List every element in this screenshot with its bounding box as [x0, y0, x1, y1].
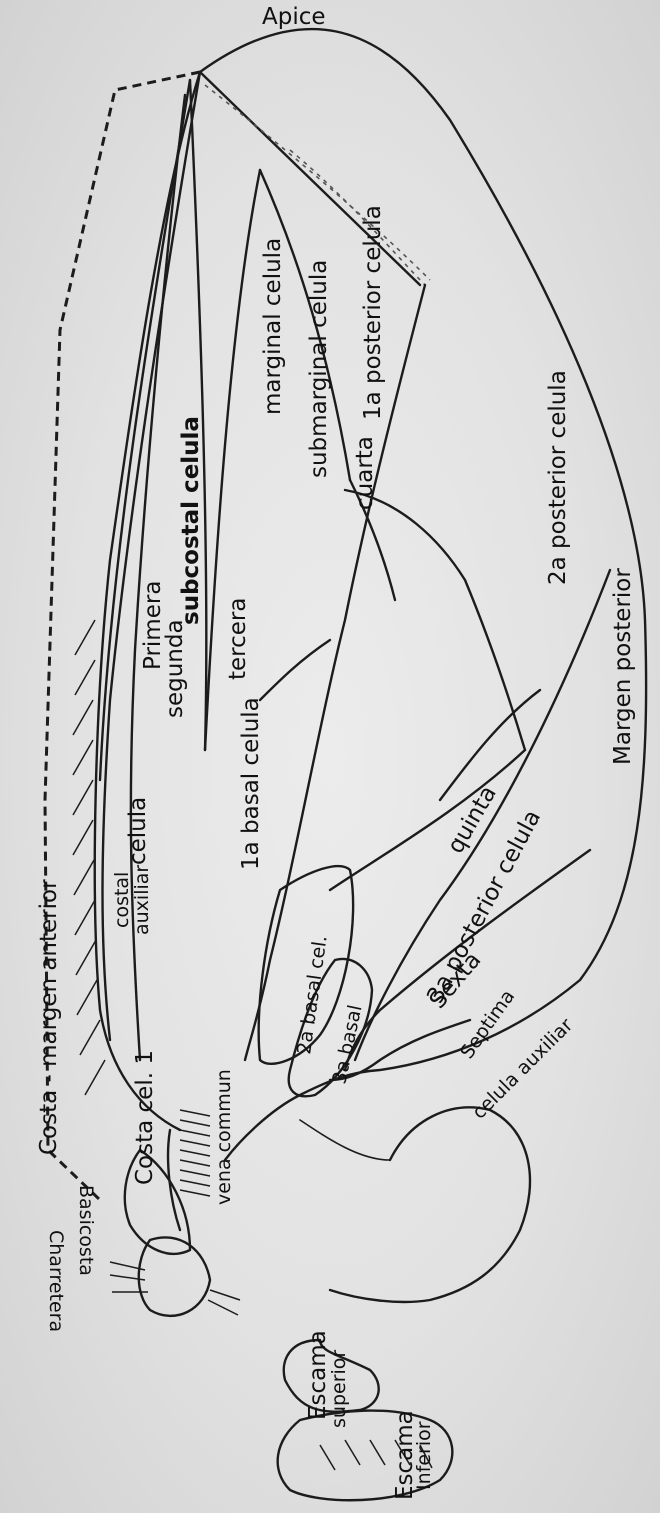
wing-outline: [200, 29, 646, 1160]
label-basal-2: 2a basal cel.: [293, 934, 331, 1056]
vein-quinta-branch: [440, 690, 540, 800]
label-posterior-2: 2a posterior celula: [545, 370, 571, 585]
label-marginal-celula: marginal celula: [260, 238, 286, 415]
label-costa-cel-1: Costa cel. 1: [132, 1050, 158, 1185]
label-apice: Apice: [262, 4, 326, 30]
vein-tercera-outer: [190, 80, 206, 750]
label-charretera: Charretera: [45, 1230, 67, 1332]
label-septima: Septima: [456, 986, 519, 1063]
label-cuarta: cuarta: [352, 436, 378, 510]
label-escama-superior-2: superior: [328, 1350, 350, 1428]
label-auxiliar: auxiliar: [131, 865, 153, 935]
label-costa-margen-anterior: Costa - margen anterior: [36, 879, 62, 1155]
vein-apex-posterior: [200, 72, 420, 285]
vein-cross-1: [260, 640, 330, 700]
label-basicosta: Basicosta: [75, 1185, 97, 1276]
label-basal-1: 1a basal celula: [238, 697, 264, 870]
alula-inner: [300, 1120, 390, 1160]
alula-lobe: [330, 1107, 530, 1302]
label-subcostal-celula: subcostal celula: [178, 416, 204, 625]
label-costal-celula: celula: [125, 797, 151, 865]
label-submarginal-celula: submarginal celula: [306, 260, 332, 478]
label-segunda: segunda: [162, 619, 188, 718]
label-tercera: tercera: [225, 598, 251, 680]
label-posterior-1: 1a posterior celula: [360, 205, 386, 420]
charretera-bristles: [110, 1262, 240, 1315]
label-vena-commun: vena commun: [213, 1069, 235, 1205]
dotted-apex-vein-a: [205, 85, 430, 280]
charretera: [139, 1237, 210, 1315]
label-costal: costal: [111, 872, 133, 928]
label-margen-posterior: Margen posterior: [610, 568, 636, 765]
label-escama-inferior-2: Inferior: [413, 1421, 435, 1490]
vena-commun-hatching: [180, 1110, 210, 1196]
